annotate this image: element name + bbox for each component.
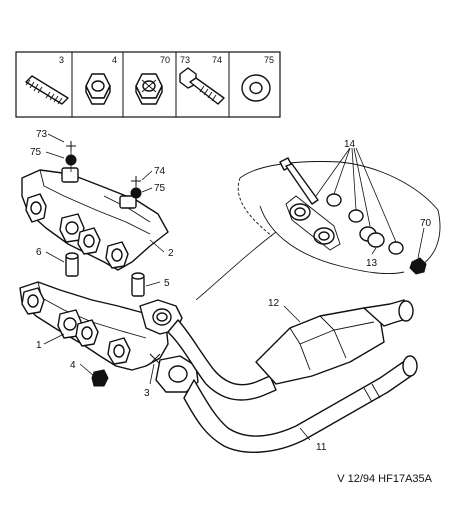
self-locking-nut-70-part [409,257,427,275]
detail-flange [285,195,341,251]
bolt-74-group [130,176,142,205]
hardware-cell-label: 3 [59,55,64,65]
heat-shield-port [25,193,47,223]
hardware-cell-label: 4 [112,55,117,65]
manifold-port [57,309,83,339]
bolt-icon [179,67,225,105]
nut-4-part [91,369,109,387]
manifold-port [21,287,45,315]
callout-labels: 73 75 74 75 14 6 2 5 13 70 12 1 4 3 11 [30,129,432,453]
part-label-4: 4 [70,360,76,371]
detail-callout [195,147,441,301]
heat-shield-port [105,241,129,269]
hardware-cell-label: 75 [264,55,274,65]
part-label-12: 12 [268,298,280,309]
exhaust-manifold [19,281,183,371]
self-locking-nut-icon [135,73,163,105]
drawing-reference: V 12/94 HF17A35A [337,473,432,485]
part-label-74: 74 [154,166,166,177]
heat-shield-port [59,213,85,243]
hardware-cell-label: 73 [180,55,190,65]
leader-lines [43,133,311,441]
hardware-cell-label: 74 [212,55,222,65]
part-label-13: 13 [366,258,378,269]
part-label-3: 3 [144,388,150,399]
part-label-5: 5 [164,278,170,289]
part-label-75: 75 [154,183,166,194]
stud-3-part [149,353,161,365]
washer-icon [241,74,271,102]
hardware-cell-label: 70 [160,55,170,65]
heat-shield [21,167,169,271]
stud-icon [25,75,69,105]
spacer-5 [131,272,145,297]
front-pipe [183,355,418,453]
manifold-port [107,337,131,365]
part-label-70: 70 [420,218,432,229]
hardware-box: 3 4 70 73 74 75 [15,51,281,118]
part-label-11: 11 [316,442,327,453]
part-label-73: 73 [36,129,48,140]
bolt-73-group [65,141,77,172]
spacer-6 [65,252,79,277]
part-label-1: 1 [36,340,42,351]
catalytic-converter [255,299,414,385]
detail-bolt-group [279,157,319,205]
part-label-6: 6 [36,247,42,258]
heat-shield-port [77,227,101,255]
nut-icon [85,73,111,105]
intermediate-pipe [167,319,277,401]
part-label-75: 75 [30,147,42,158]
part-label-14: 14 [344,139,356,150]
detail-spring-washer [326,193,404,255]
part-label-2: 2 [168,248,174,259]
manifold-port [75,319,99,347]
